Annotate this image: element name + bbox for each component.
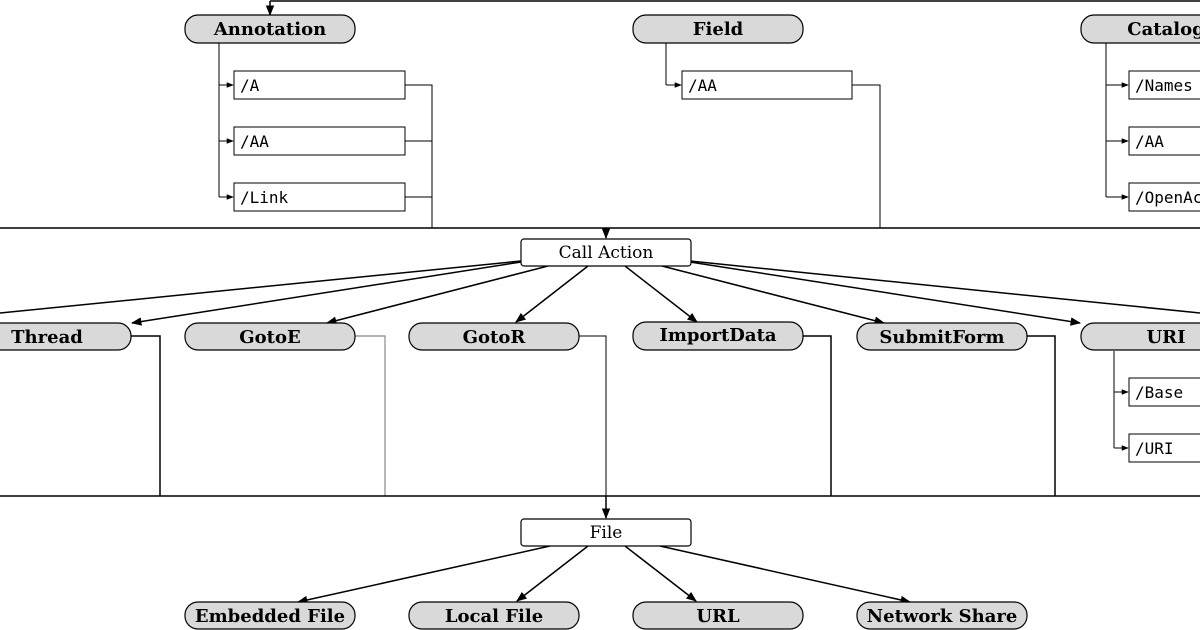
catalog-key-names[interactable]: /Names (1128, 70, 1200, 100)
gotor-node[interactable]: GotoR (408, 322, 580, 351)
annotation-key-a[interactable]: /A (233, 70, 406, 100)
uri-key-base-label: /Base (1135, 383, 1183, 402)
uri-label: URI (1146, 327, 1185, 348)
gotor-label: GotoR (463, 327, 527, 348)
annotation-label: Annotation (213, 19, 326, 40)
embedded-file-label: Embedded File (195, 606, 345, 627)
url-label: URL (696, 606, 740, 627)
field-key-aa-label: /AA (688, 76, 717, 95)
catalog-node[interactable]: Catalog (1080, 14, 1200, 44)
annotation-node[interactable]: Annotation (184, 14, 356, 44)
catalog-key-aa-label: /AA (1135, 132, 1164, 151)
field-node[interactable]: Field (632, 14, 804, 44)
annotation-key-aa-label: /AA (240, 132, 269, 151)
call-action-label: Call Action (559, 243, 654, 263)
catalog-key-openaction-label: /OpenAction (1135, 188, 1200, 207)
uri-key-uri-label: /URI (1135, 439, 1174, 458)
annotation-key-link[interactable]: /Link (233, 182, 406, 212)
gotoe-node[interactable]: GotoE (184, 322, 356, 351)
importdata-node[interactable]: ImportData (632, 321, 804, 351)
catalog-key-openaction[interactable]: /OpenAction (1128, 182, 1200, 212)
thread-node[interactable]: Thread (0, 322, 132, 351)
annotation-key-link-label: /Link (240, 188, 289, 207)
network-share-label: Network Share (867, 606, 1018, 627)
catalog-key-aa[interactable]: /AA (1128, 126, 1200, 156)
uri-key-uri[interactable]: /URI (1128, 433, 1200, 463)
gotoe-label: GotoE (239, 327, 300, 348)
submitform-label: SubmitForm (879, 327, 1004, 348)
importdata-label: ImportData (659, 325, 776, 346)
thread-label: Thread (11, 327, 83, 348)
catalog-key-names-label: /Names (1135, 76, 1193, 95)
submitform-node[interactable]: SubmitForm (856, 322, 1028, 351)
file-label: File (590, 523, 623, 543)
uri-node[interactable]: URI (1080, 322, 1200, 351)
file-node[interactable]: File (520, 518, 692, 547)
field-label: Field (693, 19, 744, 40)
annotation-key-a-label: /A (240, 76, 260, 95)
local-file-label: Local File (445, 606, 543, 627)
field-key-aa[interactable]: /AA (681, 70, 853, 100)
connectors (0, 0, 1200, 605)
uri-key-base[interactable]: /Base (1128, 377, 1200, 407)
url-node[interactable]: URL (632, 601, 804, 630)
catalog-label: Catalog (1127, 19, 1200, 40)
embedded-file-node[interactable]: Embedded File (184, 601, 356, 630)
annotation-key-aa[interactable]: /AA (233, 126, 406, 156)
call-action-node[interactable]: Call Action (520, 238, 692, 267)
network-share-node[interactable]: Network Share (856, 601, 1028, 630)
local-file-node[interactable]: Local File (408, 601, 580, 630)
